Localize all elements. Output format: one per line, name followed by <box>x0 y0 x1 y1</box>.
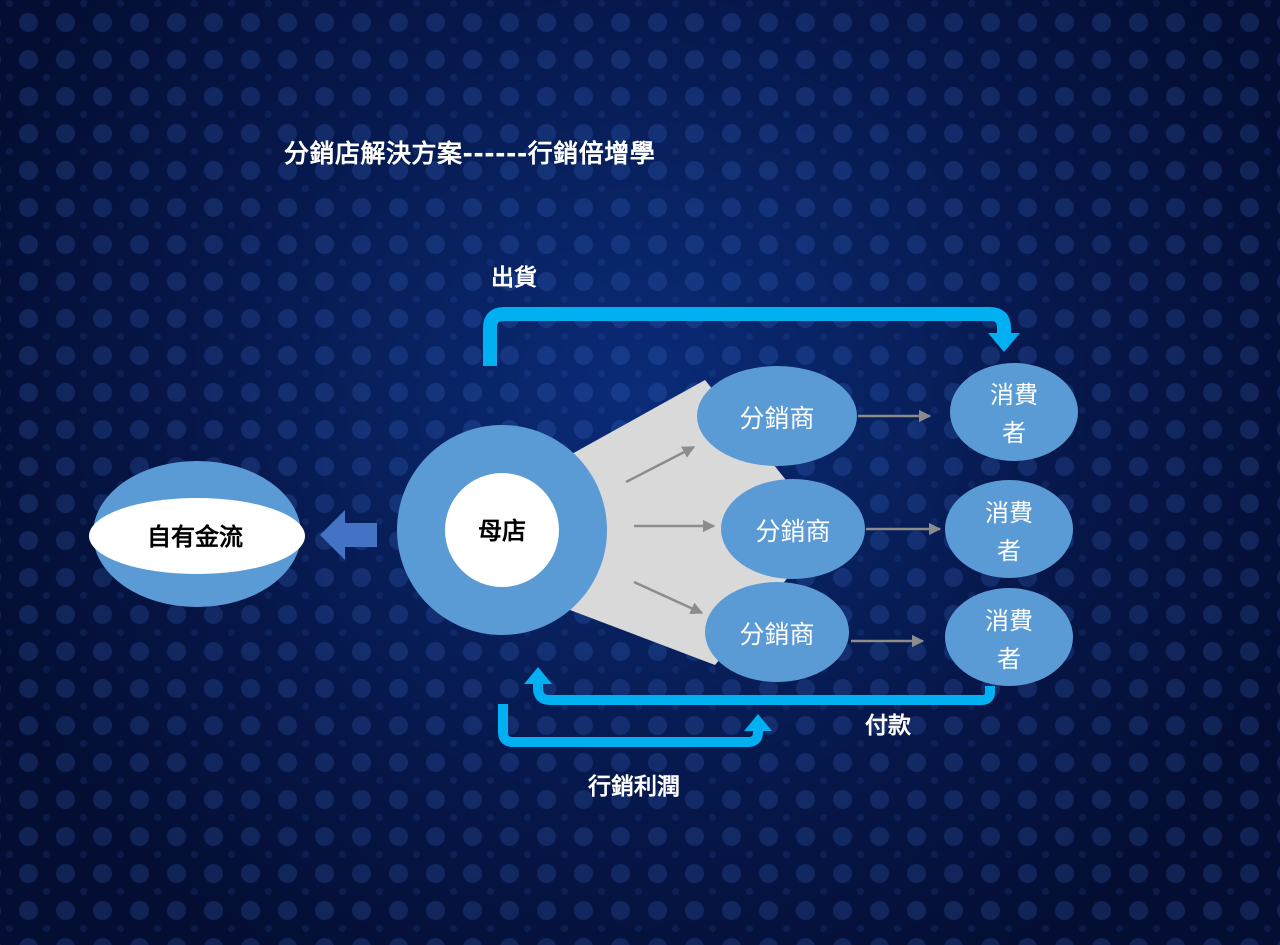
consumer-label-3-line1: 消費 <box>985 607 1033 635</box>
slide-title: 分銷店解決方案------行銷倍增學 <box>284 139 656 168</box>
mother-store-node: 母店 <box>397 425 607 635</box>
distributor-node-3: 分銷商 <box>705 582 849 682</box>
consumer-node-1: 消費 者 <box>950 363 1078 461</box>
consumer-label-1-line1: 消費 <box>990 381 1038 409</box>
marketing-profit-flow-arrow <box>498 704 772 747</box>
distributor-label-1: 分銷商 <box>739 404 814 433</box>
consumer-label-1-line2: 者 <box>1002 419 1026 447</box>
consumer-label-2-line2: 者 <box>997 537 1021 565</box>
marketing-profit-label: 行銷利潤 <box>587 773 680 800</box>
self-cash-flow-label: 自有金流 <box>147 523 243 551</box>
shipping-flow-arrow <box>483 307 1020 366</box>
consumer-label-2-line1: 消費 <box>985 499 1033 527</box>
consumer-node-2: 消費 者 <box>945 480 1073 578</box>
left-block-arrow <box>320 510 377 560</box>
arrow-to-distributor-1 <box>625 445 696 484</box>
distributor-node-2: 分銷商 <box>721 479 865 579</box>
mother-store-label: 母店 <box>478 517 526 545</box>
shipping-label: 出貨 <box>491 264 537 291</box>
payment-flow-arrow <box>524 667 995 705</box>
payment-label: 付款 <box>865 712 912 739</box>
consumer-label-3-line2: 者 <box>997 645 1021 673</box>
distributor-label-2: 分銷商 <box>755 517 830 546</box>
consumer-node-3: 消費 者 <box>945 588 1073 686</box>
distributor-node-1: 分銷商 <box>697 366 857 466</box>
distributor-label-3: 分銷商 <box>739 620 814 649</box>
arrow-to-distributor-3 <box>633 580 704 615</box>
self-cash-flow-node: 自有金流 <box>89 461 305 607</box>
